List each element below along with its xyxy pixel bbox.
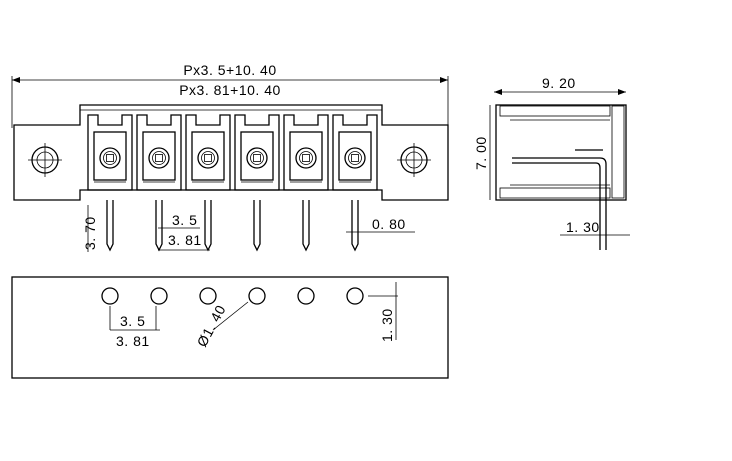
side-view: 9. 20 7. 00 1. 30 — [473, 75, 630, 250]
contact-cell — [332, 114, 378, 191]
pcb-pitch-b-label: 3. 81 — [116, 333, 150, 349]
height-label: 7. 00 — [473, 136, 489, 170]
pin — [155, 200, 163, 252]
hole-diameter-label: Ø1. 40 — [194, 302, 229, 349]
pin-offset-label: 1. 30 — [566, 219, 600, 235]
pin — [106, 200, 114, 252]
pin-width-label: 0. 80 — [372, 216, 406, 232]
mounting-hole-right — [397, 143, 431, 177]
housing-outline — [13, 104, 449, 201]
contact-cell — [87, 114, 133, 191]
pin — [204, 200, 212, 252]
pin-length-label: 3. 70 — [82, 216, 98, 250]
pcb-hole — [199, 287, 217, 305]
contact-cell — [234, 114, 280, 191]
pcb-hole — [297, 287, 315, 305]
pcb-hole — [248, 287, 266, 305]
pin — [302, 200, 310, 252]
back-wall — [611, 105, 625, 199]
pin — [253, 200, 261, 252]
bottom-wall — [499, 187, 611, 199]
pin — [351, 200, 359, 252]
depth-label: 9. 20 — [542, 75, 576, 91]
pcb-hole — [346, 287, 364, 305]
pins — [106, 200, 359, 252]
side-pin — [512, 157, 607, 250]
side-housing — [495, 104, 627, 201]
pcb-pitch-a-label: 3. 5 — [120, 313, 145, 329]
pcb-outline — [11, 276, 449, 379]
row-offset-label: 1. 30 — [379, 308, 395, 342]
contact-cell — [136, 114, 182, 191]
pcb-layout: 3. 5 3. 81 Ø1. 40 1. 30 — [11, 276, 449, 379]
mounting-hole-left — [28, 143, 62, 177]
contact-cell — [283, 114, 329, 191]
top-wall — [499, 105, 611, 117]
overall-dim-label-2: Px3. 81+10. 40 — [179, 82, 281, 98]
pitch-a-label: 3. 5 — [172, 212, 197, 228]
pcb-hole — [101, 287, 119, 305]
contact-cell — [185, 114, 231, 191]
front-view: Px3. 5+10. 40 Px3. 81+10. 40 3. 70 3. 5 — [11, 62, 449, 252]
pcb-hole — [150, 287, 168, 305]
contact-cells — [87, 114, 378, 191]
pcb-holes — [101, 287, 364, 305]
pitch-b-label: 3. 81 — [168, 232, 202, 248]
overall-dim-label-1: Px3. 5+10. 40 — [183, 62, 276, 78]
